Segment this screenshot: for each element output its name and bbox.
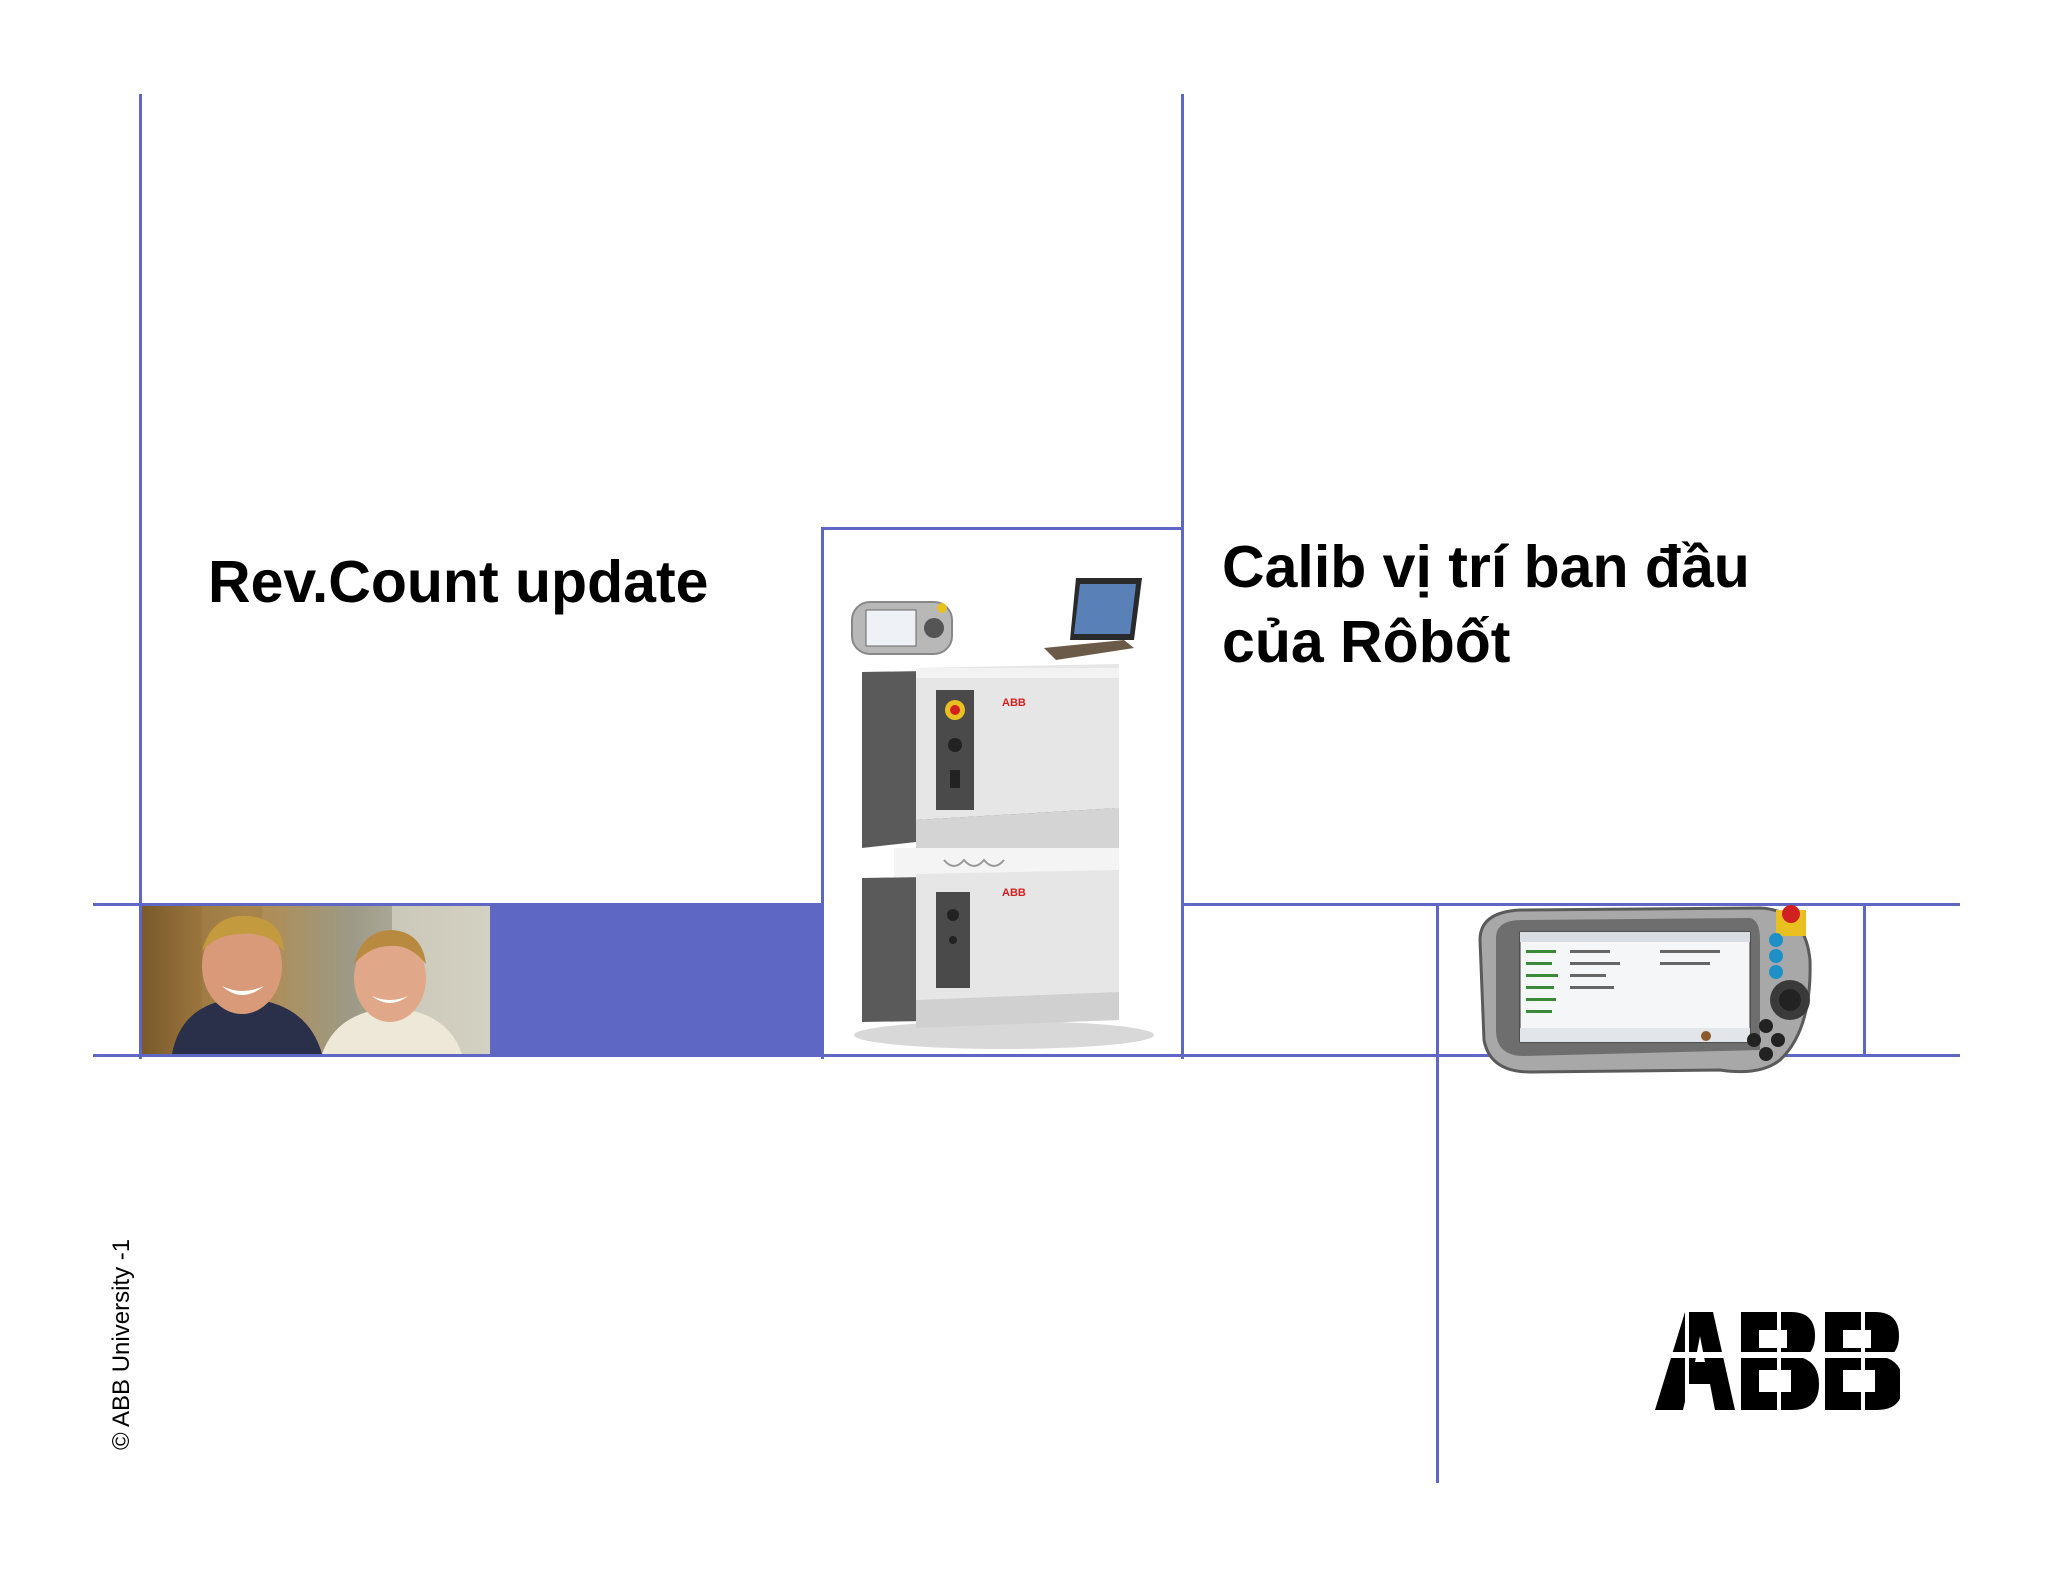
svg-text:ABB: ABB xyxy=(1002,887,1026,899)
slide-title-left: Rev.Count update xyxy=(208,549,709,615)
slide-title-right-line2: của Rôbốt xyxy=(1222,609,1511,675)
svg-text:ABB: ABB xyxy=(1002,697,1026,709)
vertical-line-mid xyxy=(821,527,824,1059)
robot-controller-photo: ABB ABB xyxy=(824,530,1181,1054)
people-photo xyxy=(142,906,490,1054)
vertical-line-right xyxy=(1436,903,1439,1483)
slide-title-right: Calib vị trí ban đầu của Rôbốt xyxy=(1222,530,1750,680)
copyright-text: © ABB University -1 xyxy=(108,1238,135,1450)
vertical-line-left xyxy=(139,94,142,1059)
slide-title-right-line1: Calib vị trí ban đầu xyxy=(1222,534,1750,600)
accent-block xyxy=(490,903,823,1056)
abb-logo xyxy=(1655,1312,1905,1417)
horizontal-line-box-top xyxy=(821,527,1184,530)
vertical-line-center xyxy=(1181,94,1184,1059)
vertical-line-far-right xyxy=(1863,903,1866,1056)
horizontal-line-lower xyxy=(93,1054,1960,1057)
teach-pendant-photo xyxy=(1460,900,1820,1080)
